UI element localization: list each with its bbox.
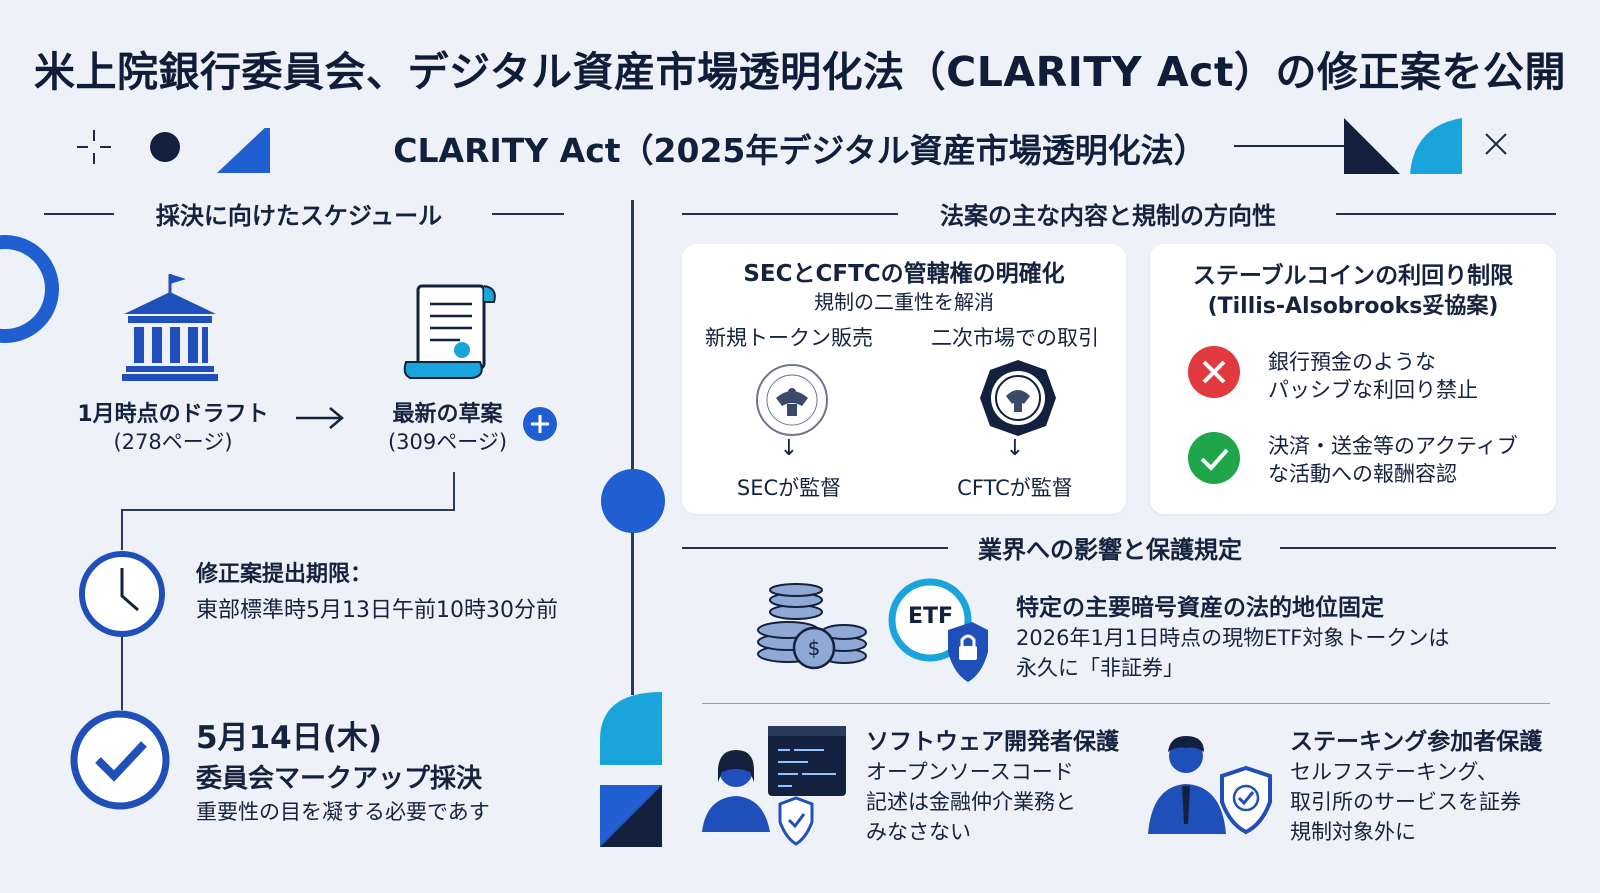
staker-shield-icon	[1148, 736, 1272, 835]
stablecoin-title: ステーブルコインの利回り制限	[1192, 263, 1514, 289]
center-divider	[631, 200, 634, 695]
vote-title: 委員会マークアップ採決	[196, 764, 483, 794]
divider	[1336, 213, 1556, 215]
developer-code-icon	[702, 726, 846, 846]
divider-shapes	[600, 692, 662, 847]
vote-date: 5月14日(木)	[196, 720, 383, 756]
staking-protection-line2: 取引所のサービスを証券	[1290, 790, 1521, 814]
divider-dot	[601, 469, 665, 533]
divider	[682, 213, 898, 215]
schedule-heading: 採決に向けたスケジュール	[155, 202, 443, 230]
cftc-oversight-label: CFTCが監督	[957, 476, 1073, 500]
cross-icon	[1188, 346, 1240, 398]
dev-protection-line3: みなさない	[866, 820, 971, 844]
decor-shapes-right	[1234, 118, 1507, 174]
decor-shapes-left	[77, 128, 270, 173]
cftc-seal-icon	[980, 360, 1056, 436]
legal-status-line2: 永久に「非証券」	[1016, 656, 1184, 680]
page-title: 米上院銀行委員会、デジタル資産市場透明化法（CLARITY Act）の修正案を公…	[33, 48, 1566, 96]
secondary-market-label: 二次市場での取引	[931, 326, 1099, 350]
latest-draft-label: 最新の草案	[392, 402, 503, 427]
cftc-arrow: ↓	[1005, 436, 1025, 461]
stablecoin-card: ステーブルコインの利回り制限 (Tillis-Alsobrooks妥協案) 銀行…	[1150, 244, 1556, 514]
sec-arrow: ↓	[779, 436, 799, 461]
draft-jan-pages: (278ページ)	[113, 430, 233, 454]
timeline-connector	[121, 472, 455, 710]
stablecoin-compromise: (Tillis-Alsobrooks妥協案)	[1207, 294, 1499, 319]
plus-icon	[523, 407, 557, 441]
divider	[702, 703, 1550, 704]
divider	[682, 547, 948, 549]
dev-protection-line1: オープンソースコード	[866, 760, 1074, 784]
divider	[1280, 547, 1556, 549]
legal-status-line1: 2026年1月1日時点の現物ETF対象トークンは	[1016, 626, 1450, 650]
allowed-reward-line1: 決済・送金等のアクティブ	[1268, 434, 1518, 458]
draft-jan-label: 1月時点のドラフト	[77, 402, 269, 427]
jurisdiction-card: SECとCFTCの管轄権の明確化 規制の二重性を解消 新規トークン販売 二次市場…	[682, 244, 1126, 514]
deadline-detail: 東部標準時5月13日午前10時30分前	[196, 598, 558, 623]
jurisdiction-title: SECとCFTCの管轄権の明確化	[743, 261, 1065, 287]
divider	[492, 213, 564, 215]
banned-yield-line2: パッシブな利回り禁止	[1268, 378, 1478, 402]
svg-text:$: $	[808, 636, 821, 660]
sec-oversight-label: SECが監督	[736, 476, 842, 500]
allowed-reward-line2: な活動への報酬容認	[1268, 462, 1457, 486]
jurisdiction-subtitle: 規制の二重性を解消	[814, 290, 994, 314]
dev-protection-line2: 記述は金融仲介業務と	[866, 790, 1076, 814]
sec-seal-icon	[756, 364, 828, 436]
banned-yield-line1: 銀行預金のような	[1268, 350, 1436, 374]
etf-shield-icon	[888, 578, 988, 682]
legal-status-title: 特定の主要暗号資産の法的地位固定	[1016, 595, 1384, 621]
check-icon	[1188, 432, 1240, 484]
deadline-title: 修正案提出期限：	[196, 562, 373, 587]
impact-heading: 業界への影響と保護規定	[978, 536, 1242, 564]
decor-ring	[0, 235, 59, 343]
etf-badge: ETF	[908, 604, 954, 629]
subtitle: CLARITY Act（2025年デジタル資産市場透明化法）	[393, 131, 1207, 170]
new-token-sales-label: 新規トークン販売	[705, 326, 873, 350]
coin-stack-icon: $	[757, 583, 867, 670]
staking-protection-line3: 規制対象外に	[1290, 820, 1416, 844]
dev-protection-title: ソフトウェア開発者保護	[866, 729, 1119, 755]
arrow-right-icon	[296, 407, 344, 429]
check-circle-icon	[70, 710, 170, 810]
capitol-building-icon	[122, 274, 218, 381]
staking-protection-title: ステーキング参加者保護	[1290, 729, 1543, 755]
latest-draft-pages: (309ページ)	[387, 430, 508, 454]
divider	[44, 213, 114, 215]
contents-heading: 法案の主な内容と規制の方向性	[940, 202, 1276, 230]
vote-note: 重要性の目を凝する必要であす	[196, 800, 490, 824]
document-scroll-icon	[403, 284, 496, 379]
staking-protection-line1: セルフステーキング、	[1290, 760, 1498, 784]
clock-icon	[79, 551, 165, 637]
